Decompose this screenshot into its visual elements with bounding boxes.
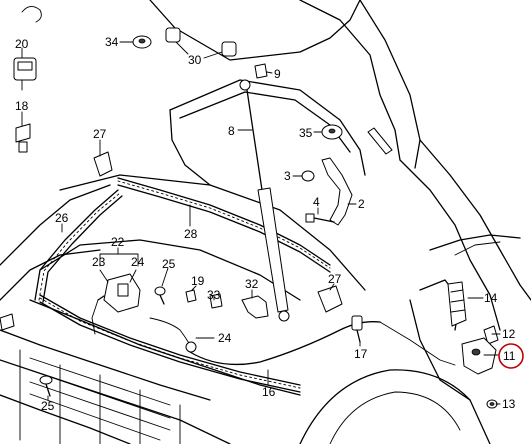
label-27-bottom: 27 <box>328 272 342 286</box>
seal-strips <box>34 177 456 393</box>
label-26: 26 <box>55 211 69 225</box>
label-19: 19 <box>191 274 205 288</box>
plug-17 <box>351 315 363 343</box>
buffer-30b <box>221 41 237 57</box>
clip-12 <box>483 325 499 345</box>
label-9: 9 <box>274 67 281 81</box>
cable-24 <box>149 317 191 346</box>
label-34: 34 <box>105 35 119 49</box>
label-3: 3 <box>284 169 291 183</box>
label-24-top: 24 <box>131 255 145 269</box>
label-4: 4 <box>313 195 320 209</box>
clip-18 <box>15 123 31 153</box>
bracket-27b <box>317 285 343 313</box>
callout-labels: 34 30 9 20 18 8 35 27 3 4 2 26 28 22 23 … <box>15 35 524 413</box>
bolt-25a <box>154 286 166 305</box>
label-25-bottom: 25 <box>41 399 55 413</box>
bracket-32 <box>241 295 269 319</box>
hood-rod <box>367 127 393 155</box>
label-35: 35 <box>299 126 313 140</box>
gas-strut-8 <box>239 79 290 322</box>
label-32: 32 <box>245 277 259 291</box>
clip-9 <box>254 63 268 79</box>
label-20: 20 <box>15 37 29 51</box>
label-2: 2 <box>358 197 365 211</box>
bracket-14 <box>447 281 467 327</box>
clip-top-left <box>21 6 42 23</box>
label-8: 8 <box>228 124 235 138</box>
clip-20 <box>13 57 37 91</box>
highlight-ring-11 <box>498 343 524 369</box>
label-14: 14 <box>484 291 498 305</box>
front-clip <box>0 313 15 331</box>
leader-lines <box>21 41 501 405</box>
label-33: 33 <box>207 288 221 302</box>
label-30: 30 <box>188 53 202 67</box>
label-24-bottom: 24 <box>218 331 232 345</box>
label-25-top: 25 <box>162 257 176 271</box>
label-17: 17 <box>354 347 368 361</box>
latch-assembly-22 <box>91 273 141 335</box>
parts <box>0 6 499 409</box>
label-13: 13 <box>502 397 516 411</box>
part-11 <box>461 337 497 375</box>
bracket-27a <box>93 151 113 177</box>
label-22: 22 <box>111 235 125 249</box>
label-28: 28 <box>184 227 198 241</box>
nut-3 <box>301 170 315 182</box>
label-23: 23 <box>92 255 106 269</box>
bolt-25b <box>39 375 53 397</box>
label-11: 11 <box>503 349 516 363</box>
label-27-top: 27 <box>93 127 107 141</box>
clip-33 <box>209 293 223 309</box>
bolt-4 <box>305 213 335 223</box>
bracket-2 <box>321 157 353 226</box>
label-12: 12 <box>502 327 516 341</box>
part-19 <box>185 289 197 303</box>
label-18: 18 <box>15 99 29 113</box>
buffer-30a <box>165 27 181 43</box>
label-16: 16 <box>262 385 276 399</box>
